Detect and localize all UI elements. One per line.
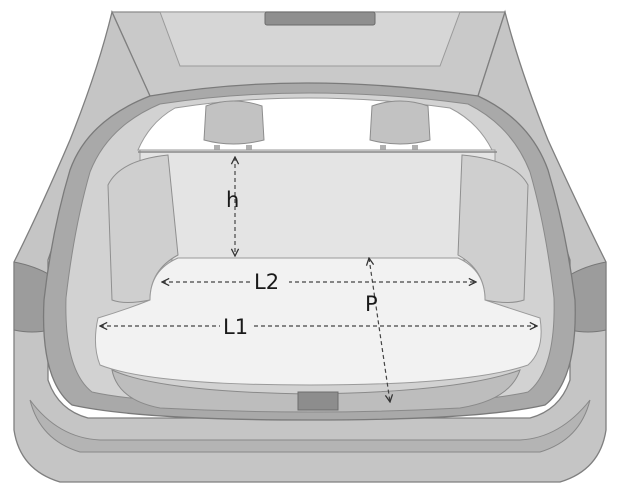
- trunk-sill: [111, 369, 521, 413]
- rear-bumper: [29, 399, 591, 453]
- rear-window: [137, 97, 493, 157]
- tailgate: [111, 11, 506, 97]
- tailgate-handle: [264, 11, 376, 26]
- label-l1: L1: [223, 315, 248, 339]
- dimension-p: [369, 258, 390, 402]
- label-p: P: [365, 292, 378, 316]
- dimension-lines: [100, 157, 537, 402]
- label-l2: L2: [254, 270, 279, 294]
- seat-back-wall: [139, 149, 496, 261]
- trunk-interior: [94, 149, 542, 413]
- label-h: h: [226, 188, 239, 212]
- trunk-floor: [94, 257, 542, 386]
- car-body: [13, 9, 607, 483]
- trunk-latch: [297, 391, 339, 411]
